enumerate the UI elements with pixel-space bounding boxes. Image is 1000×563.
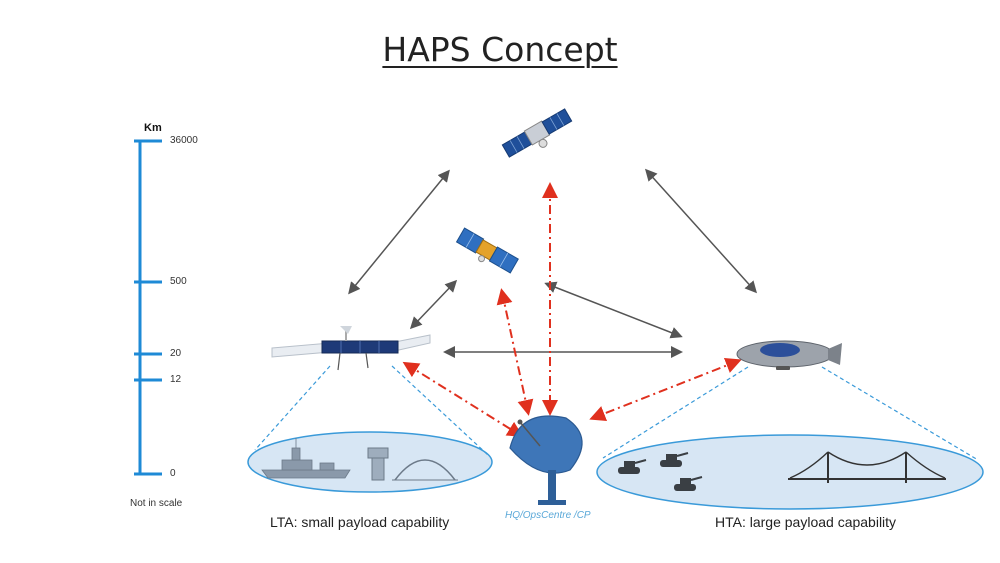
lta-caption: LTA: small payload capability [270,514,450,530]
scale-tick-label-500: 500 [170,276,187,287]
hq-satellite-dish-icon [509,415,583,505]
red-links [402,182,742,438]
hq-caption: HQ/OpsCentre /CP [505,510,591,521]
warship-icon [261,438,351,479]
tank-icon-1 [618,459,647,474]
link-gsat-lta [348,169,450,295]
link-leo-hta [544,281,683,339]
gray-links [348,168,758,358]
hta-caption: HTA: large payload capability [715,514,897,530]
link-hta-hq [589,357,742,422]
hta-coverage-area [596,366,984,510]
scale-tick-label-36000: 36000 [170,135,198,146]
link-lta-hq [402,361,524,438]
scale-unit-label: Km [144,122,162,134]
scale-note: Not in scale [130,498,183,509]
airship-icon [736,340,842,370]
airport-tower-icon [367,447,458,481]
link-leo-lta [409,279,458,330]
scale-tick-label-20: 20 [170,348,182,359]
link-gsat-hta [644,168,758,294]
altitude-scale [134,139,162,476]
scale-tick-label-0: 0 [170,468,176,479]
link-leo-hq [496,288,534,416]
solar-uav-icon [271,326,431,371]
scale-tick-label-12: 12 [170,374,182,385]
geo-satellite-icon [501,108,573,158]
tank-icon-3 [674,476,703,491]
leo-satellite-icon [455,227,519,274]
suspension-bridge-icon [788,451,946,483]
tank-icon-2 [660,452,689,467]
diagram-title: HAPS Concept [382,30,618,69]
